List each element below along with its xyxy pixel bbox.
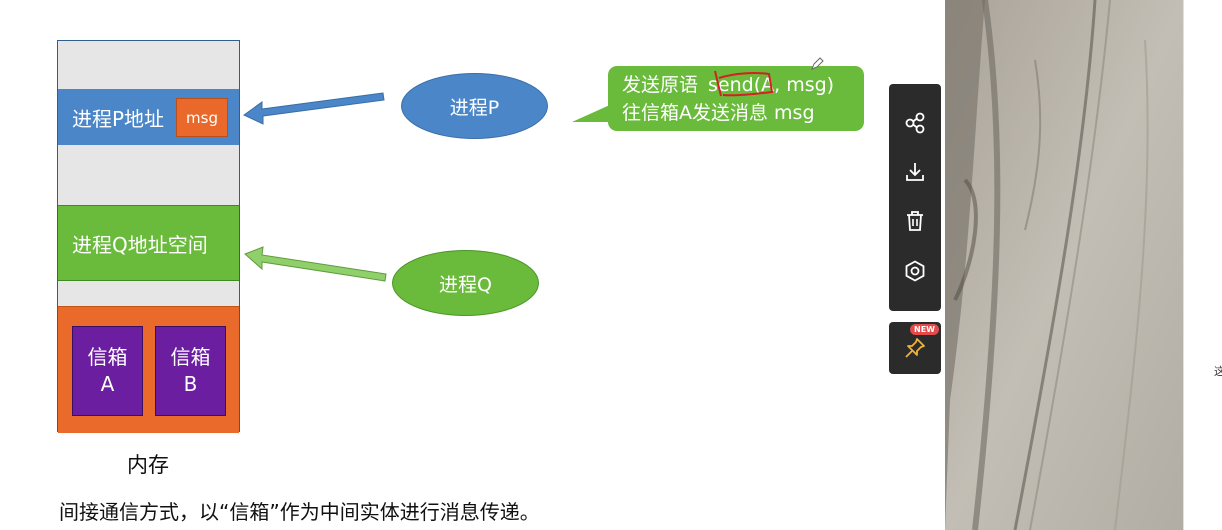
process-q-space-label: 进程Q地址空间	[72, 232, 208, 257]
callout-tail	[572, 104, 612, 122]
share-button[interactable]	[889, 103, 941, 143]
pin-icon	[905, 338, 925, 358]
share-icon	[905, 112, 925, 134]
mailbox-a: 信箱 A	[72, 326, 143, 416]
side-toolbar	[889, 84, 941, 311]
mailbox-a-line2: A	[100, 372, 115, 396]
process-q-label: 进程Q	[439, 273, 492, 296]
callout-line-2: 往信箱A发送消息 msg	[622, 102, 815, 124]
trash-icon	[907, 211, 923, 231]
target-icon	[905, 260, 925, 282]
red-annotation-mark	[714, 70, 774, 97]
mailbox-a-line1: 信箱	[87, 345, 128, 369]
new-badge: NEW	[910, 324, 939, 335]
memory-block: 进程P地址 msg 进程Q地址空间 信箱 A 信箱 B	[57, 40, 240, 433]
kernel-space: 信箱 A 信箱 B	[58, 306, 239, 433]
callout-post: (A, msg)	[753, 74, 835, 96]
process-p-label: 进程P	[449, 96, 500, 119]
download-icon	[906, 163, 924, 181]
process-p: 进程P	[401, 73, 548, 139]
mailbox-b-line2: B	[183, 372, 198, 396]
background-photo	[945, 0, 1183, 530]
right-margin-panel	[1183, 0, 1222, 530]
pen-cursor-icon	[811, 57, 824, 70]
caption: 间接通信方式，以“信箱”作为中间实体进行消息传递。	[59, 500, 540, 524]
arrow-q-to-memory	[244, 246, 387, 282]
delete-button[interactable]	[889, 201, 941, 241]
rock-texture	[945, 0, 1183, 530]
process-q: 进程Q	[392, 250, 539, 316]
download-button[interactable]	[889, 152, 941, 192]
edge-text: 这	[1214, 365, 1222, 378]
memory-label: 内存	[127, 453, 169, 477]
mailbox-b: 信箱 B	[155, 326, 226, 416]
focus-button[interactable]	[889, 251, 941, 291]
process-p-space-label: 进程P地址	[72, 106, 165, 131]
mailbox-b-line1: 信箱	[170, 345, 211, 369]
pin-button[interactable]: NEW	[889, 322, 941, 374]
msg-label: msg	[186, 108, 218, 127]
process-q-address-space: 进程Q地址空间	[58, 205, 239, 281]
process-p-address-space: 进程P地址 msg	[58, 89, 239, 145]
arrow-p-to-memory	[243, 92, 385, 125]
callout-pre: 发送原语	[622, 74, 699, 96]
msg-box: msg	[176, 98, 228, 137]
